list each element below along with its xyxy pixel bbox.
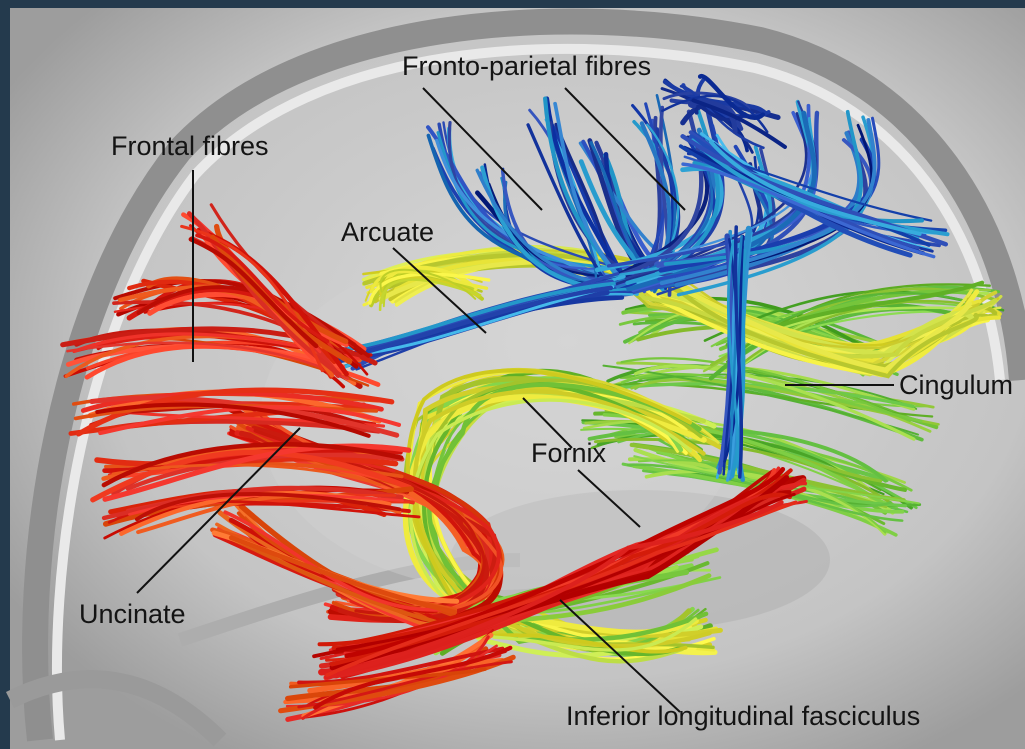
label-uncinate: Uncinate [79,599,186,629]
label-inferior-longitudinal-fasciculus: Inferior longitudinal fasciculus [566,701,920,731]
label-fornix: Fornix [531,438,607,468]
label-arcuate: Arcuate [341,217,434,247]
label-cingulum: Cingulum [899,370,1013,400]
label-fronto-parietal-fibres: Fronto-parietal fibres [402,51,651,81]
label-frontal-fibres: Frontal fibres [111,131,269,161]
